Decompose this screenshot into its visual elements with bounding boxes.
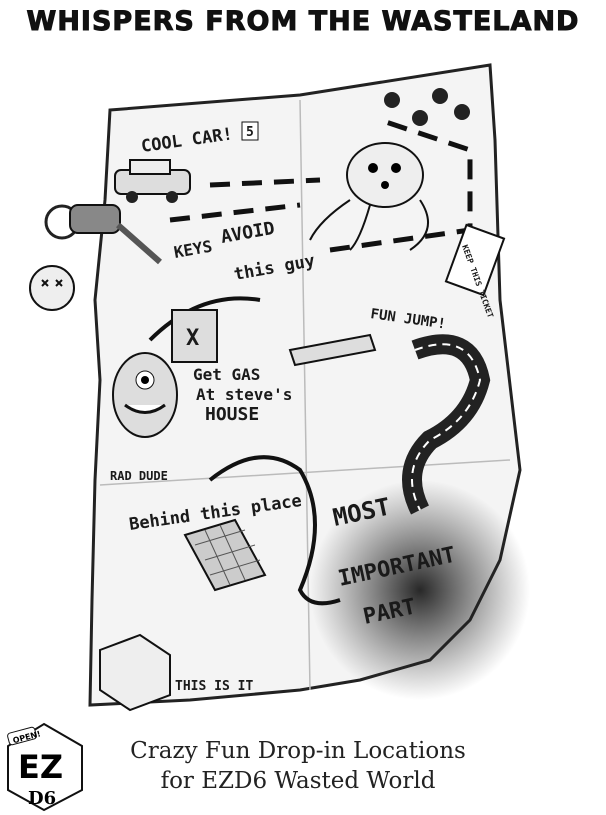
treasure-map-illustration: X COOL CAR! 5 KEYS AVOID this guy FUN JU… (29, 63, 530, 712)
subtitle-line-1: Crazy Fun Drop-in Locations (130, 738, 466, 764)
svg-text:THIS IS IT: THIS IS IT (175, 679, 253, 694)
car-drawing (114, 159, 191, 203)
skulls-drawing (384, 88, 470, 126)
monster-drawing (309, 142, 429, 251)
page-title: WHISPERS FROM THE WASTELAND (26, 6, 580, 38)
svg-text:5: 5 (246, 125, 254, 140)
route-path (169, 117, 473, 253)
svg-text:EZ: EZ (18, 748, 63, 786)
ticket-drawing (444, 223, 506, 297)
svg-text:X: X (186, 326, 199, 351)
subtitle-line-2: for EZD6 Wasted World (160, 768, 436, 794)
svg-text:D6: D6 (28, 788, 56, 809)
svg-text:Get GAS: Get GAS (193, 365, 260, 384)
crate-drawing (99, 633, 171, 712)
svg-text:At steve's: At steve's (196, 385, 292, 404)
keychain-drawing (29, 204, 162, 311)
gas-can-drawing: X (171, 309, 218, 363)
burn-mark (310, 480, 530, 700)
svg-text:HOUSE: HOUSE (205, 404, 259, 425)
rad-dude-drawing (112, 352, 178, 438)
subtitle: Crazy Fun Drop-in Locations for EZD6 Was… (88, 736, 508, 796)
ezd6-logo: OPEN! EZ D6 (7, 722, 83, 812)
building-drawing (183, 518, 267, 592)
svg-text:RAD DUDE: RAD DUDE (110, 469, 168, 483)
